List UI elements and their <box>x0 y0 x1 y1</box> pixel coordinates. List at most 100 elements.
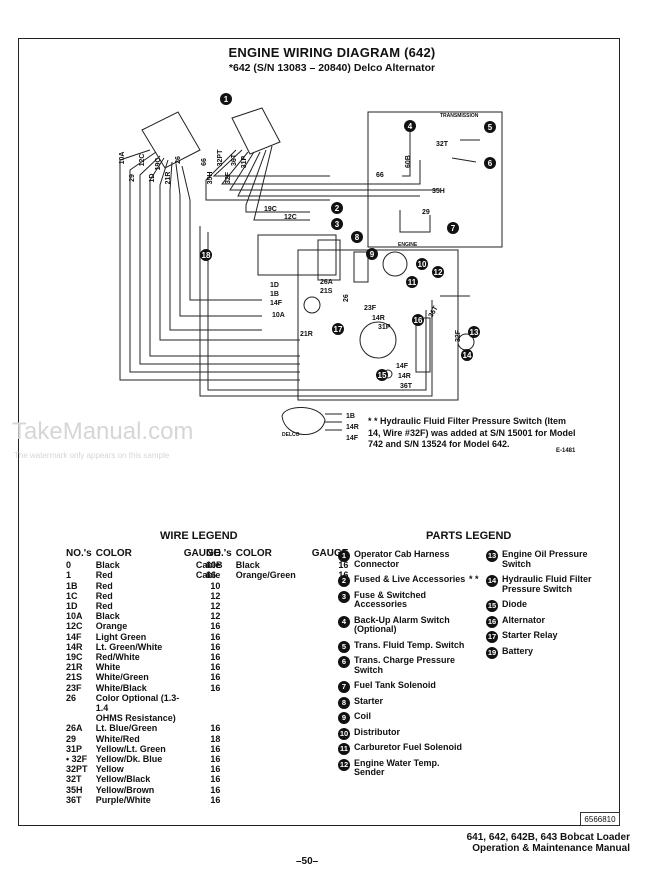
wire-color: Black <box>235 560 260 571</box>
wire-label: 1D <box>149 174 156 183</box>
wire-no: 32T <box>66 774 82 785</box>
wire-label: 21R <box>165 172 172 185</box>
wire-color: Lt. Blue/Green <box>95 723 158 734</box>
wire-label: 26 <box>175 156 182 164</box>
page-title: ENGINE WIRING DIAGRAM (642) <box>228 45 436 60</box>
wire-label: 36T <box>428 304 440 319</box>
wire-gauge: 16 <box>210 784 221 795</box>
wire-gauge: 16 <box>210 682 221 693</box>
part-label: Trans. Fluid Temp. Switch <box>354 639 465 650</box>
wire-no: 19C <box>66 652 83 663</box>
part-number-badge: 4 <box>338 615 350 628</box>
wire-label: 66 <box>376 172 384 179</box>
star-marker: * * <box>469 574 479 584</box>
svg-text:18: 18 <box>202 251 211 260</box>
wire-legend-heading: WIRE LEGEND <box>160 530 238 542</box>
wire-no: 26 <box>66 692 77 703</box>
wire-no: 14R <box>66 641 83 652</box>
page-subtitle: *642 (S/N 13083 – 20840) Delco Alternato… <box>228 62 436 74</box>
wire-label: 10A <box>119 152 126 165</box>
wire-gauge: Cable <box>195 570 221 581</box>
svg-text:4: 4 <box>408 122 413 131</box>
callout-7: 7 <box>447 222 459 234</box>
wire-no: 35H <box>66 784 83 795</box>
part-number-badge: 19 <box>486 646 498 659</box>
delco-label: DELCO <box>282 432 300 438</box>
callout-3: 3 <box>331 218 343 230</box>
diagram-code: E-1481 <box>556 448 576 454</box>
part-label: Back-Up Alarm Switch (Optional) <box>354 614 450 634</box>
wire-gauge: 16 <box>210 754 221 765</box>
wire-label: 36T <box>231 153 238 166</box>
transmission-label: TRANSMISSION <box>440 113 479 119</box>
part-number-badge: 15 <box>486 600 498 612</box>
wire-color: Black <box>95 611 120 622</box>
wire-label: 1D <box>270 282 279 289</box>
svg-text:1: 1 <box>224 95 229 104</box>
wire-color: Yellow/Brown <box>95 784 155 795</box>
callouts: 1 2 3 4 5 6 7 8 9 10 11 12 13 14 15 16 1… <box>200 93 496 381</box>
wire-label: 35H <box>432 188 445 195</box>
footer-line-2: Operation & Maintenance Manual <box>472 843 630 854</box>
wire-label: 32F <box>455 329 462 342</box>
wire-no: 10A <box>66 611 83 622</box>
wire-gauge: 16 <box>210 662 221 673</box>
wire-label: 31P <box>241 155 248 168</box>
svg-text:8: 8 <box>355 233 360 242</box>
part-label: Fuel Tank Solenoid <box>354 680 436 690</box>
part-number-badge: 14 <box>486 575 498 587</box>
col-gauge-header: GAUGE <box>311 548 349 559</box>
wire-label: 26 <box>343 294 350 302</box>
svg-text:2: 2 <box>335 204 340 213</box>
footer: 641, 642, 642B, 643 Bobcat Loader Operat… <box>467 832 630 854</box>
wire-label: 14R <box>346 424 359 431</box>
svg-text:7: 7 <box>451 224 456 233</box>
part-label: Starter Relay <box>502 630 558 640</box>
wire-color: Yellow <box>95 764 124 775</box>
part-number-badge: 7 <box>338 681 350 693</box>
wire-label: 32T <box>436 141 449 148</box>
wire-no: 1C <box>66 590 78 601</box>
part-number-badge: 3 <box>338 590 350 603</box>
wire-label: 23F <box>364 305 377 312</box>
part-number-badge: 12 <box>338 758 350 771</box>
svg-text:17: 17 <box>334 325 343 334</box>
wire-color: Yellow/Lt. Green <box>95 743 166 754</box>
footer-line-1: 641, 642, 642B, 643 Bobcat Loader <box>466 832 630 843</box>
wire-color: Red <box>95 570 113 581</box>
part-number-badge: 1 <box>338 550 350 562</box>
wire-label: 14R <box>398 373 411 380</box>
parts-legend-item: 19 Battery <box>486 645 606 659</box>
parts-legend-item: 4 Back-Up Alarm Switch (Optional) <box>338 614 468 635</box>
wire-label: 14F <box>396 363 409 370</box>
wire-color: Light Green <box>95 631 147 642</box>
part-label: Battery <box>502 645 534 656</box>
wire-label: 31P <box>378 324 391 331</box>
svg-text:13: 13 <box>470 328 479 337</box>
wire-gauge: 16 <box>210 774 221 785</box>
wire-label: 29 <box>129 174 136 182</box>
svg-text:11: 11 <box>408 278 417 287</box>
relay-box <box>257 234 337 276</box>
wire-gauge: 16 <box>210 794 221 805</box>
callout-9: 9 <box>366 248 378 260</box>
wire-no: 1 <box>66 570 72 581</box>
wire-color: White <box>95 662 121 673</box>
part-number-badge: 8 <box>338 696 350 709</box>
callout-16: 16 <box>412 314 424 326</box>
engine-box <box>297 249 459 401</box>
wire-no: 66 <box>206 570 217 581</box>
callout-11: 11 <box>406 276 418 288</box>
callout-15: 15 <box>376 369 388 381</box>
wire-no: 0 <box>66 560 72 571</box>
wire-color: Red <box>95 590 113 601</box>
